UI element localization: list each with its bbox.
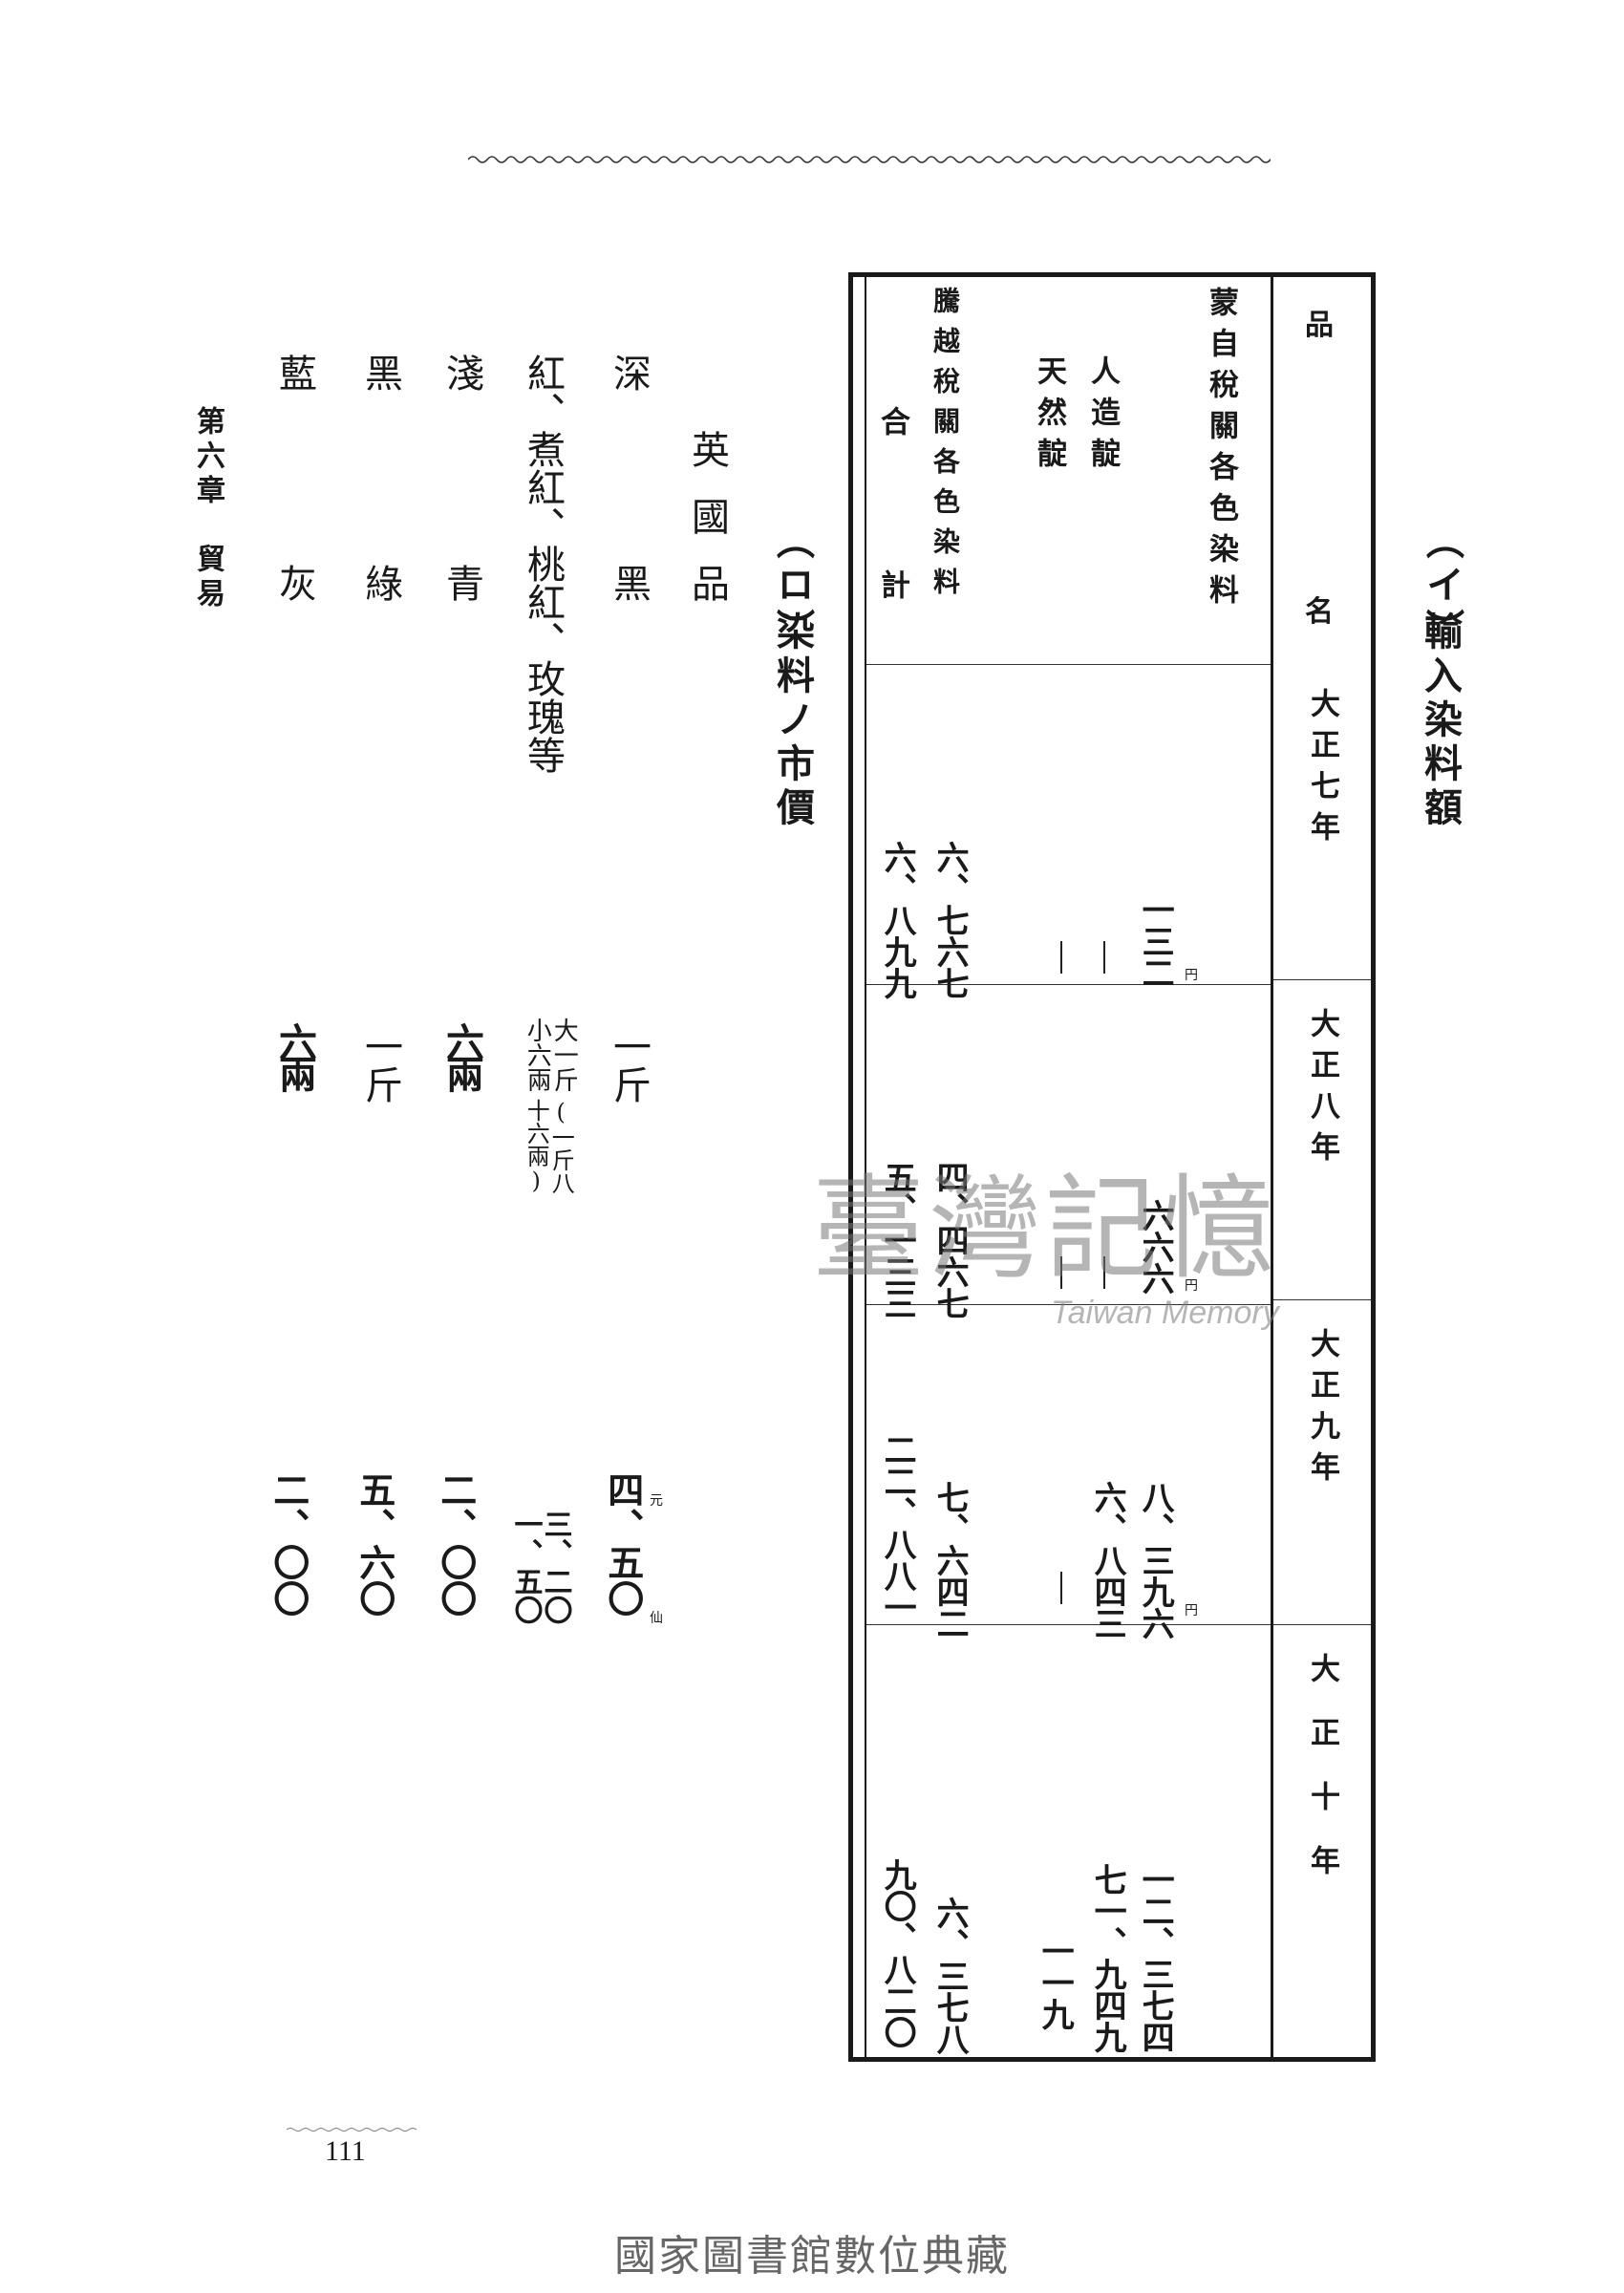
col-header-taisho-8: 大正八年	[1305, 1008, 1339, 1172]
cell-tengyue-t7: 六、七六七	[930, 841, 970, 998]
cell-mengzi-t7: 一三二	[1136, 893, 1175, 988]
price-item-black-green: 黑綠	[358, 354, 402, 774]
cell-artificial-t9: 六、八四三	[1088, 1481, 1127, 1639]
watermark-en: Taiwan Memory	[1051, 1295, 1279, 1331]
library-footer: 國家圖書館數位典藏	[614, 2232, 1010, 2281]
price-value-black-green: 五、六〇	[353, 1471, 396, 1617]
import-table-inner-frame	[865, 272, 1273, 2062]
page-number: 111	[325, 2135, 366, 2167]
running-head: 第六章 貿易	[191, 406, 224, 612]
currency-unit-sen: 仙	[650, 1611, 663, 1626]
cell-tengyue-t9: 七、六四二	[930, 1481, 970, 1639]
price-value-light-blue: 二、〇〇	[434, 1471, 478, 1617]
cell-natural-t8	[1060, 1256, 1062, 1289]
cell-total-t8: 五、一三三	[878, 1161, 917, 1318]
yen-unit-t7: 円	[1185, 968, 1198, 983]
price-unit-deep-black: 一斤	[607, 1027, 651, 1104]
row-name-natural-indigo: 天然靛	[1032, 355, 1066, 479]
price-item-light-blue: 淺青	[439, 354, 483, 774]
cell-mengzi-t9: 八、三九六	[1136, 1481, 1175, 1639]
col-header-taisho-10: 大正十年	[1305, 1653, 1339, 1909]
col-header-taisho-9: 大正九年	[1305, 1328, 1339, 1492]
price-value-deep-black: 四、五〇	[601, 1471, 645, 1617]
group-heading-british: 英國品	[685, 430, 729, 631]
row-name-tengyue-dyes: 騰越稅關各色染料	[930, 287, 961, 608]
price-unit-black-green: 一斤	[358, 1027, 402, 1104]
col-header-mei: 名	[1305, 595, 1334, 629]
yen-unit-t8: 円	[1185, 1278, 1198, 1294]
taiwan-memory-watermark: 臺灣記憶 Taiwan Memory	[812, 1137, 1309, 1331]
price-section-label: （ロ）	[770, 521, 815, 653]
price-item-indigo-grey: 藍灰	[272, 354, 316, 774]
import-table	[848, 272, 1376, 2062]
price-value-reds-large: 三、二〇	[538, 1510, 572, 1624]
cell-natural-t10: 一一九	[1036, 1935, 1075, 2029]
yen-unit-t9: 円	[1185, 1603, 1198, 1618]
price-section-title: 染料ノ市價	[770, 611, 815, 831]
top-wavy-rule	[468, 156, 1271, 163]
price-unit-reds-small: 小六兩	[523, 1018, 552, 1092]
cell-artificial-t10: 七一、九四九	[1088, 1863, 1127, 2052]
page-number-rule	[287, 2128, 417, 2132]
price-unit-reds-note2: 十六兩)	[523, 1099, 550, 1194]
cell-total-t9: 二二、八八一	[878, 1433, 917, 1622]
cell-mengzi-t10: 一二、三七四	[1136, 1863, 1175, 2052]
cell-artificial-t8	[1103, 1256, 1105, 1289]
price-unit-reds-large: 大一斤	[549, 1018, 579, 1092]
currency-unit-yuan: 元	[650, 1493, 663, 1509]
row-name-total: 合計	[875, 406, 909, 733]
cell-natural-t9	[1060, 1572, 1062, 1604]
table-label: （イ）	[1420, 521, 1464, 653]
price-value-reds-small: 一、五〇	[508, 1510, 543, 1624]
cell-total-t10: 九〇、八二〇	[878, 1858, 917, 2047]
price-unit-reds-note1: (一斤八	[547, 1099, 575, 1194]
table-title: 輸入染料額	[1418, 611, 1463, 831]
cell-natural-t7	[1060, 941, 1062, 974]
cell-tengyue-t10: 六、三七八	[930, 1897, 970, 2054]
cell-artificial-t7	[1103, 941, 1105, 974]
price-unit-light-blue: 六兩	[439, 1022, 484, 1087]
row-name-mengzi-dyes: 蒙自稅關各色染料	[1204, 287, 1238, 615]
col-header-taisho-7: 大正七年	[1305, 688, 1339, 852]
col-header-hin: 品	[1305, 309, 1334, 342]
cell-mengzi-t8: 六六六	[1136, 1199, 1175, 1294]
watermark-cn: 臺灣記憶	[812, 1163, 1279, 1295]
price-unit-indigo-grey: 六兩	[272, 1022, 317, 1087]
cell-total-t7: 六、八九九	[878, 841, 917, 998]
price-value-indigo-grey: 二、〇〇	[267, 1471, 310, 1617]
cell-tengyue-t8: 四、四六七	[930, 1161, 970, 1318]
row-name-artificial-indigo: 人造靛	[1085, 355, 1120, 479]
price-item-reds: 紅、煮紅、桃紅、玫瑰等	[521, 354, 565, 774]
price-item-deep-black: 深黑	[607, 354, 651, 774]
